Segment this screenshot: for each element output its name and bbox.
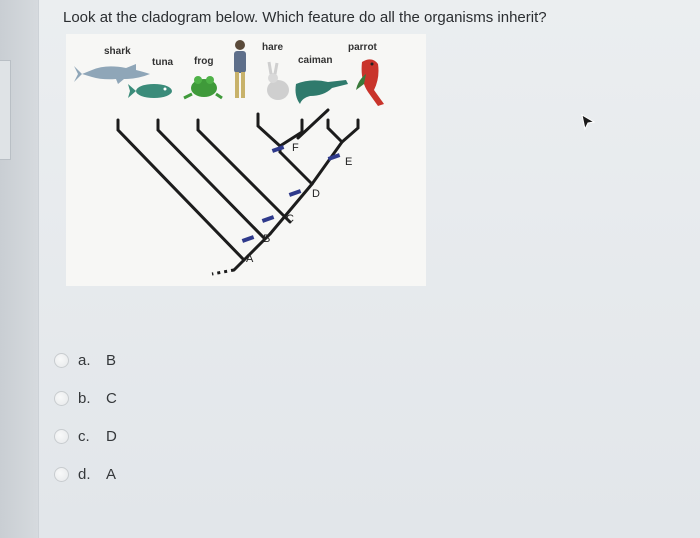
label-frog: frog	[194, 56, 213, 67]
shark-icon	[74, 64, 150, 84]
feature-label-f: F	[292, 142, 299, 154]
option-letter: c.	[78, 427, 90, 445]
option-value: B	[106, 351, 117, 369]
radio-icon[interactable]	[54, 390, 69, 406]
parrot-icon	[356, 59, 384, 106]
feature-label-c: C	[286, 213, 294, 225]
option-a[interactable]: a. B	[54, 348, 116, 372]
label-tuna: tuna	[152, 57, 174, 68]
option-b[interactable]: b. C	[54, 386, 117, 410]
feature-label-b: B	[263, 233, 270, 245]
feature-mark-e	[327, 153, 341, 161]
feature-mark-d	[288, 189, 302, 197]
tuna-icon	[128, 84, 172, 98]
option-d[interactable]: d. A	[54, 462, 116, 486]
left-panel-box	[0, 60, 11, 160]
option-value: D	[106, 427, 117, 445]
option-c[interactable]: c. D	[54, 424, 117, 448]
label-caiman: caiman	[298, 55, 332, 66]
label-hare: hare	[262, 42, 284, 53]
feature-mark-a	[241, 235, 255, 243]
frog-icon	[183, 76, 223, 100]
radio-icon[interactable]	[54, 466, 69, 482]
radio-icon[interactable]	[54, 352, 69, 368]
option-letter: b.	[78, 389, 91, 407]
feature-markers	[241, 145, 341, 243]
left-panel-strip	[0, 0, 38, 538]
label-parrot: parrot	[348, 42, 378, 53]
cladogram-svg: shark tuna frog hare caiman parrot	[74, 40, 384, 276]
cladogram-figure: shark tuna frog hare caiman parrot	[66, 34, 426, 286]
option-letter: a.	[78, 351, 91, 369]
caiman-icon	[295, 80, 348, 104]
root-dotted-line	[211, 268, 235, 276]
feature-label-e: E	[345, 156, 352, 168]
label-shark: shark	[104, 46, 131, 57]
option-value: C	[106, 389, 117, 407]
option-value: A	[106, 465, 117, 483]
feature-mark-b	[261, 215, 275, 223]
feature-label-d: D	[312, 188, 320, 200]
feature-mark-f	[271, 145, 285, 153]
option-letter: d.	[78, 465, 91, 483]
radio-icon[interactable]	[54, 428, 69, 444]
human-icon	[234, 40, 246, 98]
mouse-cursor-icon	[581, 113, 596, 131]
feature-label-a: A	[246, 253, 254, 265]
question-text: Look at the cladogram below. Which featu…	[63, 9, 547, 26]
hare-icon	[267, 61, 289, 100]
cladogram-branches	[116, 108, 360, 272]
